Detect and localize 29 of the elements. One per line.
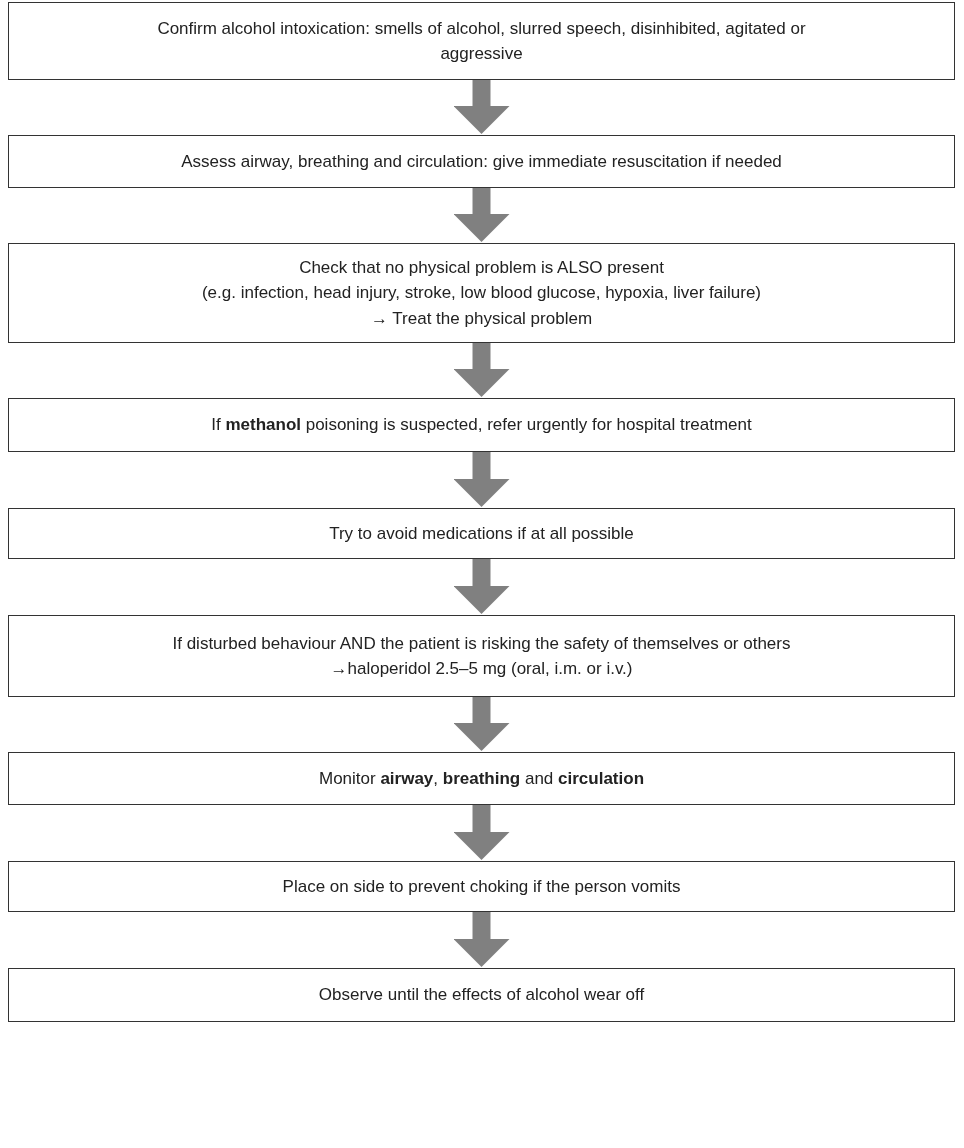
- process-box: [8, 135, 955, 188]
- step-text: Assess airway, breathing and circulation: give immediate resuscitation if needed: [181, 150, 782, 173]
- down-arrow: [453, 697, 510, 751]
- step-text: Monitor airway, breathing and circulation: [318, 767, 644, 790]
- step-text: (e.g. infection, head injury, stroke, low blood glucose, hypoxia, liver failure): [201, 282, 762, 305]
- step-text: →haloperidol 2.5–5 mg (oral, i.m. or i.v.): [330, 658, 633, 680]
- down-arrow: [453, 80, 510, 134]
- down-arrow: [453, 912, 510, 967]
- step-text: Confirm alcohol intoxication: smells of alcohol, slurred speech, disinhibited, agitated or aggressive: [156, 17, 807, 65]
- down-arrow: [453, 559, 510, 614]
- process-box: [8, 861, 955, 912]
- step-text: Observe until the effects of alcohol wear off: [318, 984, 645, 1007]
- down-arrow: [453, 805, 510, 860]
- process-box: [8, 398, 955, 452]
- process-box: [8, 615, 955, 697]
- down-arrow: [453, 452, 510, 507]
- down-arrow: [453, 343, 510, 397]
- process-box: [8, 243, 955, 343]
- process-box: [8, 2, 955, 80]
- process-box: [8, 752, 955, 805]
- process-box: [8, 968, 955, 1022]
- step-text: Check that no physical problem is ALSO present: [299, 256, 664, 279]
- step-text: Try to avoid medications if at all possible: [329, 522, 634, 545]
- step-text: Place on side to prevent choking if the person vomits: [282, 875, 681, 898]
- process-box: [8, 508, 955, 559]
- step-text: If disturbed behaviour AND the patient is risking the safety of themselves or others: [172, 632, 791, 655]
- step-text: If methanol poisoning is suspected, refer urgently for hospital treatment: [211, 414, 752, 437]
- down-arrow: [453, 188, 510, 242]
- step-text: → Treat the physical problem: [370, 307, 593, 330]
